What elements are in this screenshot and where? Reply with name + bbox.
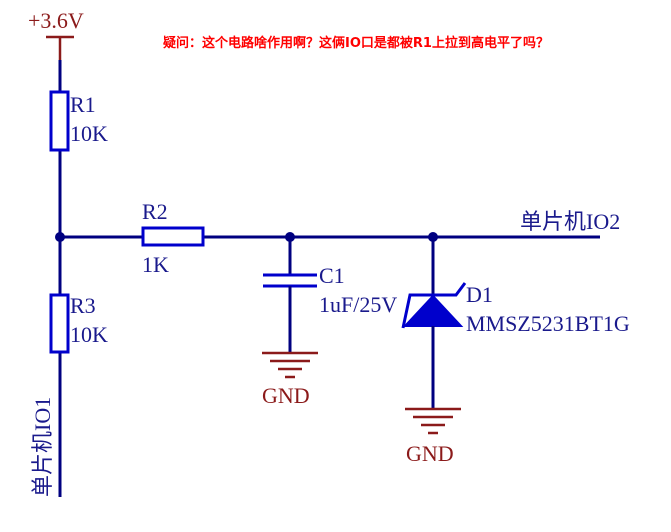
junction-dot-left	[55, 232, 65, 242]
r1-ref: R1	[70, 92, 96, 117]
c1-value: 1uF/25V	[319, 292, 397, 317]
c1-ref: C1	[319, 263, 345, 288]
ground-label-d1: GND	[406, 441, 454, 466]
resistor-r3	[49, 293, 70, 354]
resistor-r2	[141, 226, 205, 247]
ground-symbol-c1	[262, 351, 318, 379]
power-supply-symbol	[46, 35, 74, 60]
question-text: 疑问：这个电路啥作用啊？这俩IO口是都被R1上拉到高电平了吗？	[163, 35, 549, 51]
resistor-r1	[49, 90, 70, 152]
r1-value: 10K	[70, 121, 108, 146]
net-label-io2: 单片机IO2	[520, 209, 620, 234]
r2-value: 1K	[142, 252, 169, 277]
ground-symbol-d1	[405, 407, 461, 435]
d1-ref: D1	[466, 282, 493, 307]
r3-value: 10K	[70, 322, 108, 347]
d1-part: MMSZ5231BT1G	[466, 311, 630, 336]
r3-ref: R3	[70, 293, 96, 318]
r2-ref: R2	[142, 199, 168, 224]
net-label-io1: 单片机IO1	[30, 397, 55, 497]
zener-diode-d1	[401, 237, 467, 409]
power-label: +3.6V	[28, 8, 84, 33]
ground-label-c1: GND	[262, 383, 310, 408]
capacitor-c1	[263, 237, 317, 353]
